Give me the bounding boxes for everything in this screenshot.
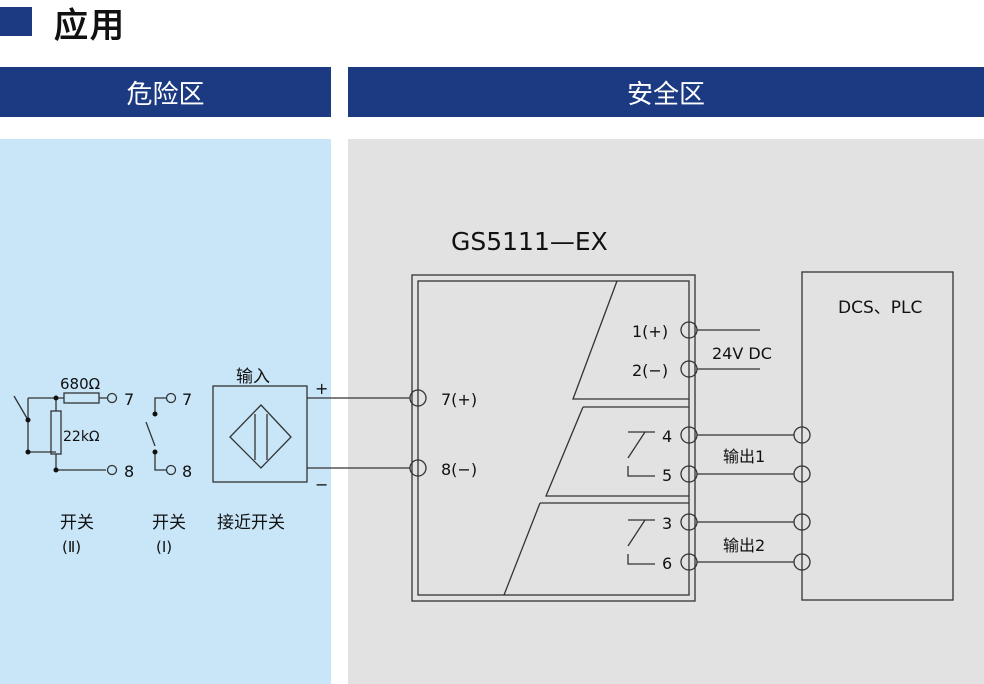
power-supply-label: 24V DC bbox=[712, 344, 772, 363]
terminal-5-label: 5 bbox=[662, 466, 672, 485]
resistor-680-icon bbox=[63, 392, 100, 404]
switch2-node-c bbox=[53, 395, 59, 401]
switch2-terminal-8 bbox=[106, 464, 118, 476]
proximity-sensor-box bbox=[212, 385, 308, 483]
title-square-icon bbox=[0, 7, 32, 36]
proximity-switch-label: 接近开关 bbox=[217, 513, 285, 533]
switch2-terminal-7-label: 7 bbox=[124, 390, 134, 409]
isolator-inner-box bbox=[417, 280, 690, 596]
switch2-sub-label: (Ⅱ) bbox=[62, 538, 81, 556]
sensor-input-label: 输入 bbox=[236, 367, 270, 387]
switch1-upper-lead bbox=[154, 397, 167, 414]
safe-zone-header: 安全区 bbox=[348, 67, 984, 117]
terminal-7-label: 7(+) bbox=[441, 390, 477, 409]
switch2-terminal-7 bbox=[106, 392, 118, 404]
proximity-sensor-icon bbox=[229, 404, 292, 469]
switch2-label: 开关 bbox=[60, 513, 94, 533]
switch1-sub-label: (Ⅰ) bbox=[156, 538, 172, 556]
output2-section-border bbox=[503, 502, 689, 596]
switch1-terminal-7-label: 7 bbox=[182, 390, 192, 409]
switch1-lower-lead bbox=[154, 452, 167, 471]
switch1-node-b bbox=[152, 449, 158, 455]
terminal-8-label: 8(−) bbox=[441, 460, 477, 479]
switch1-label: 开关 bbox=[152, 513, 186, 533]
relay-contact-1-icon bbox=[627, 431, 655, 477]
switch1-terminal-7 bbox=[165, 392, 177, 404]
sensor-plus-label: + bbox=[315, 379, 328, 398]
switch2-node-a bbox=[25, 417, 31, 423]
hazard-zone-header: 危险区 bbox=[0, 67, 331, 117]
sensor-minus-label: − bbox=[315, 475, 328, 494]
device-model-label: GS5111—EX bbox=[451, 227, 608, 256]
switch1-terminal-8-label: 8 bbox=[182, 462, 192, 481]
switch1-node-a bbox=[152, 411, 158, 417]
isolator-outer-box bbox=[411, 274, 696, 602]
switch2-terminal-8-label: 8 bbox=[124, 462, 134, 481]
switch2-lever-icon bbox=[13, 395, 29, 421]
dcs-plc-box bbox=[801, 271, 954, 601]
power-section-border bbox=[572, 280, 689, 400]
safe-zone-area bbox=[348, 139, 984, 684]
switch2-node-d bbox=[53, 467, 59, 473]
resistor-680-label: 680Ω bbox=[60, 375, 100, 393]
terminal-2-label: 2(−) bbox=[632, 361, 668, 380]
output1-section-border bbox=[545, 406, 689, 497]
page-title: 应用 bbox=[54, 6, 126, 46]
terminal-3-label: 3 bbox=[662, 514, 672, 533]
resistor-22k-label: 22kΩ bbox=[63, 429, 100, 445]
switch2-node-b bbox=[25, 449, 31, 455]
switch1-terminal-8 bbox=[165, 464, 177, 476]
switch1-lever-icon bbox=[145, 421, 156, 447]
resistor-22k-icon bbox=[50, 410, 62, 455]
terminal-1-label: 1(+) bbox=[632, 322, 668, 341]
output2-label: 输出2 bbox=[723, 536, 765, 555]
switch2-frame bbox=[27, 397, 56, 453]
terminal-6-label: 6 bbox=[662, 554, 672, 573]
terminal-4-label: 4 bbox=[662, 427, 672, 446]
dcs-plc-label: DCS、PLC bbox=[838, 298, 922, 318]
output1-label: 输出1 bbox=[723, 447, 765, 466]
relay-contact-2-icon bbox=[627, 519, 655, 565]
